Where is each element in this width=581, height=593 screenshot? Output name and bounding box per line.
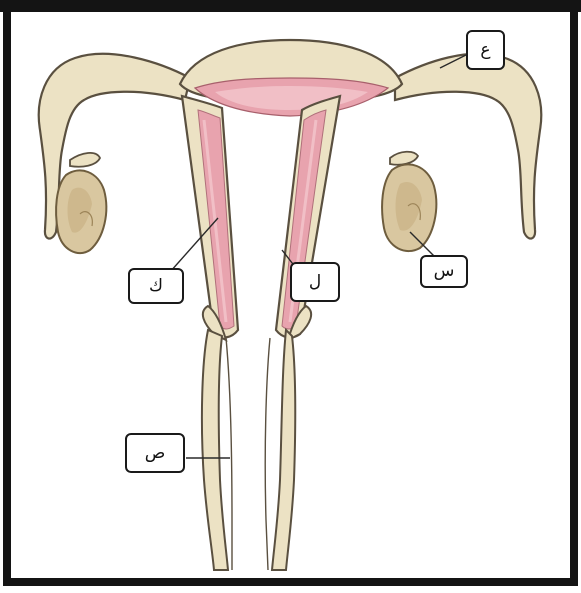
right-ovary — [382, 164, 436, 251]
label-fallopian-tube: ع — [466, 30, 505, 70]
left-ovary — [56, 170, 106, 253]
label-uterine-lining: ك — [128, 268, 184, 304]
label-ovary: س — [420, 255, 468, 288]
label-uterine-wall: ل — [290, 262, 340, 302]
label-vagina: ص — [125, 433, 185, 473]
